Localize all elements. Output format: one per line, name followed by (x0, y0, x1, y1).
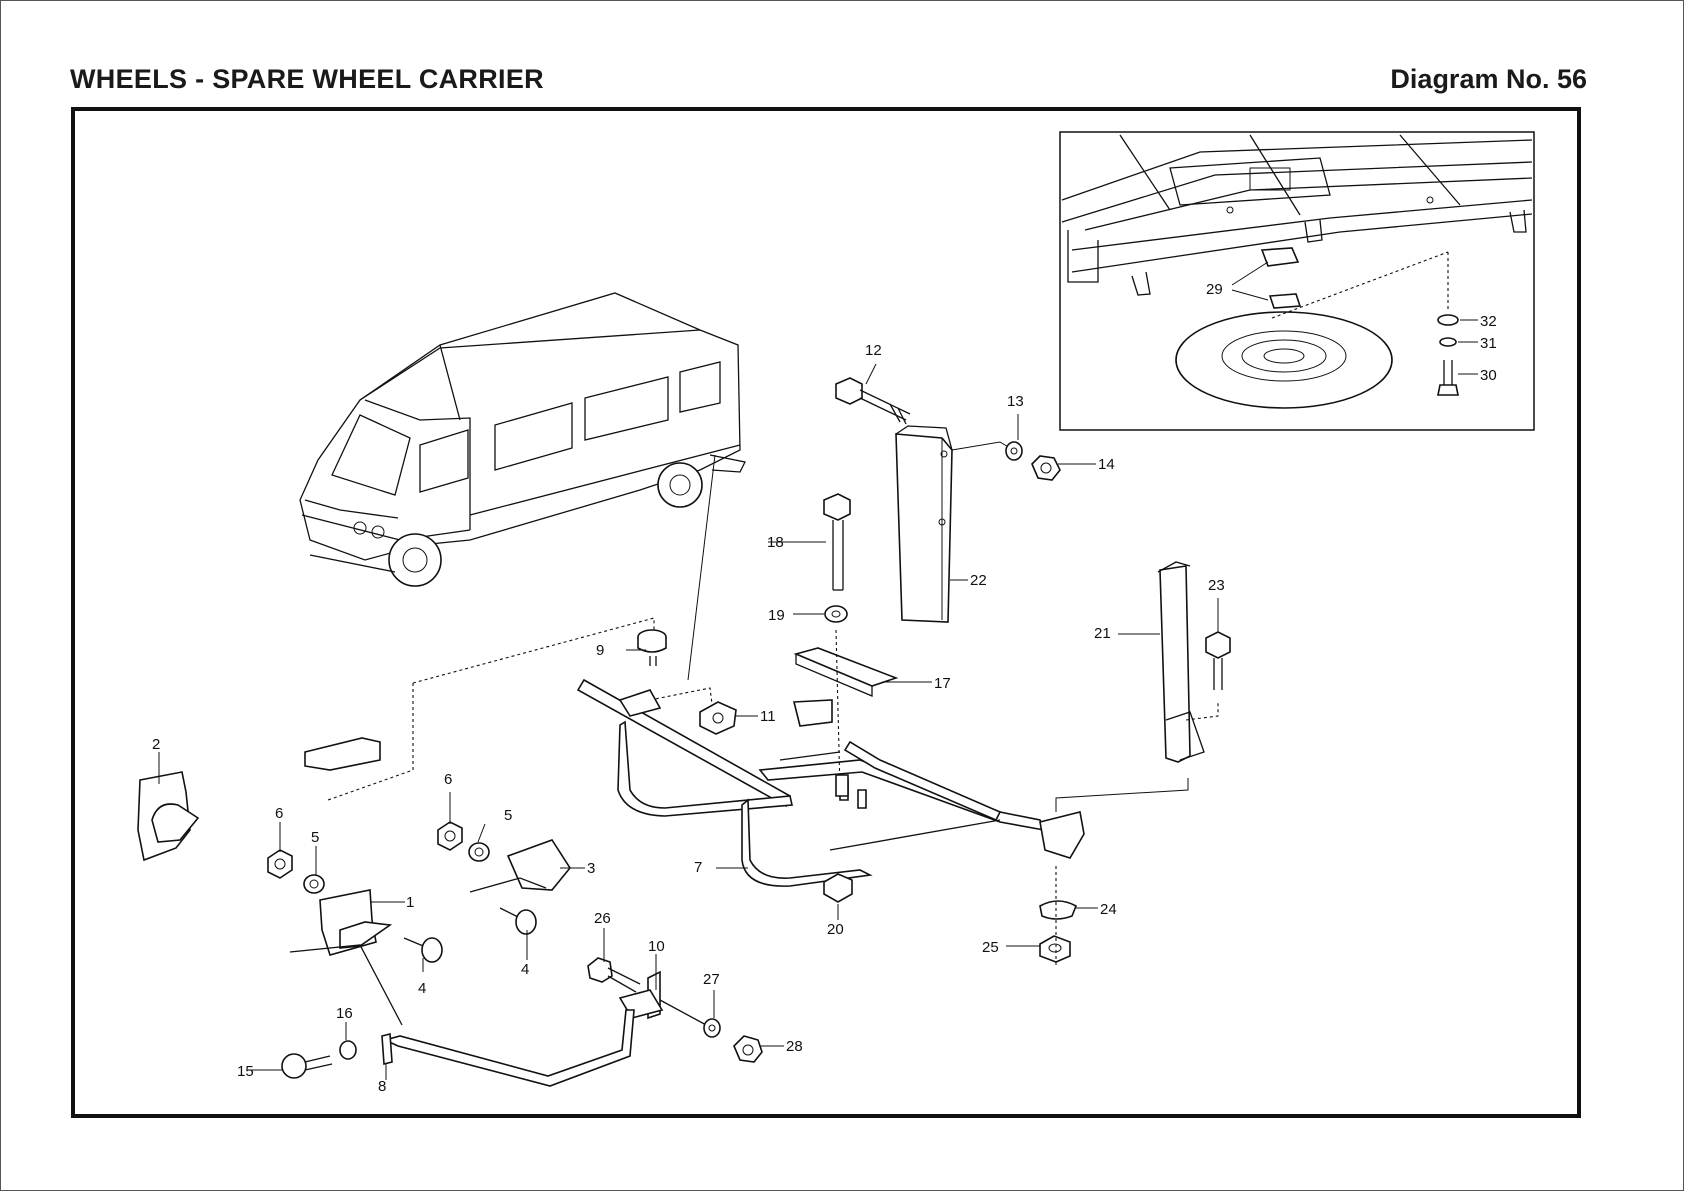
callout-9: 9 (596, 642, 604, 659)
mounting-outline-left (327, 617, 655, 801)
callout-19: 19 (768, 607, 785, 624)
callout-23: 23 (1208, 577, 1225, 594)
callout-13: 13 (1007, 393, 1024, 410)
callout-labels: 2 6 5 1 4 6 5 3 4 9 7 26 10 27 28 15 16 … (152, 281, 1497, 1095)
callout-5-mid: 5 (504, 807, 512, 824)
leader-dash-frame-right (1055, 778, 1189, 812)
callout-14: 14 (1098, 456, 1115, 473)
page-title: WHEELS - SPARE WHEEL CARRIER (70, 64, 544, 94)
part-5-washer-mid (468, 842, 490, 862)
part-22-upright-post (895, 425, 953, 623)
part-11-nut (699, 701, 737, 735)
callout-18: 18 (767, 534, 784, 551)
part-28-nut (733, 1035, 763, 1063)
callout-29: 29 (1206, 281, 1223, 298)
callout-27: 27 (703, 971, 720, 988)
callout-6-left: 6 (275, 805, 283, 822)
part-25-nut (1039, 935, 1071, 963)
callout-12: 12 (865, 342, 882, 359)
callout-4-left: 4 (418, 980, 426, 997)
callout-31: 31 (1480, 335, 1497, 352)
callout-17: 17 (934, 675, 951, 692)
part-1-bracket (289, 889, 403, 1026)
callout-6-mid: 6 (444, 771, 452, 788)
part-16-washer (339, 1040, 357, 1060)
part-3-bracket (469, 839, 571, 893)
callout-2: 2 (152, 736, 160, 753)
part-27-washer (703, 1018, 721, 1038)
mounting-outline-mid (649, 687, 713, 705)
callout-32: 32 (1480, 313, 1497, 330)
frame-stud (835, 774, 849, 797)
part-24-rubber-mount (1039, 900, 1078, 920)
part-9-mount-rubber (637, 629, 667, 666)
callout-16: 16 (336, 1005, 353, 1022)
callout-28: 28 (786, 1038, 803, 1055)
callout-30: 30 (1480, 367, 1497, 384)
part-2-bracket (137, 771, 200, 862)
part-7-carrier-frame (576, 678, 1085, 887)
part-12-long-bolt (835, 377, 911, 425)
minibus-illustration (299, 292, 746, 681)
part-4-bolt-left (403, 937, 443, 963)
callout-1: 1 (406, 894, 414, 911)
callout-8: 8 (378, 1078, 386, 1095)
diagram-number: Diagram No. 56 (1390, 64, 1587, 94)
part-20-nut (823, 873, 853, 903)
callout-3: 3 (587, 860, 595, 877)
diagram-frame (71, 107, 1581, 1118)
inset-chassis-detail (1059, 131, 1535, 431)
part-23-bolt (1205, 631, 1231, 690)
part-18-bolt (823, 493, 851, 591)
callout-4-mid: 4 (521, 961, 529, 978)
part-8-support-bar (381, 1009, 635, 1087)
part-10-bracket (618, 970, 709, 1027)
part-26-bolt (587, 957, 641, 993)
part-14-nut (1031, 455, 1061, 481)
callout-20: 20 (827, 921, 844, 938)
callout-22: 22 (970, 572, 987, 589)
stud-dash-line (835, 629, 841, 791)
part-4-bolt-mid (499, 907, 537, 935)
part-17-plate (793, 647, 899, 697)
callout-24: 24 (1100, 901, 1117, 918)
callout-5-left: 5 (311, 829, 319, 846)
part-6-nut-left (267, 849, 293, 879)
callout-25: 25 (982, 939, 999, 956)
part-15-bolt (281, 1053, 333, 1079)
callout-11: 11 (760, 708, 776, 725)
part-13-washer (1005, 441, 1023, 461)
callout-21: 21 (1094, 625, 1111, 642)
part-19-washer (824, 605, 848, 623)
part-6-nut-mid (437, 821, 463, 851)
part-5-washer-left (303, 874, 325, 894)
callout-10: 10 (648, 938, 665, 955)
leader-lines (158, 363, 1219, 1080)
callout-26: 26 (594, 910, 611, 927)
leader-post-12 (951, 441, 1011, 451)
callout-15: 15 (237, 1063, 254, 1080)
mount-bracket-left (304, 737, 381, 771)
callout-7: 7 (694, 859, 702, 876)
part-21-side-post (1157, 561, 1219, 763)
